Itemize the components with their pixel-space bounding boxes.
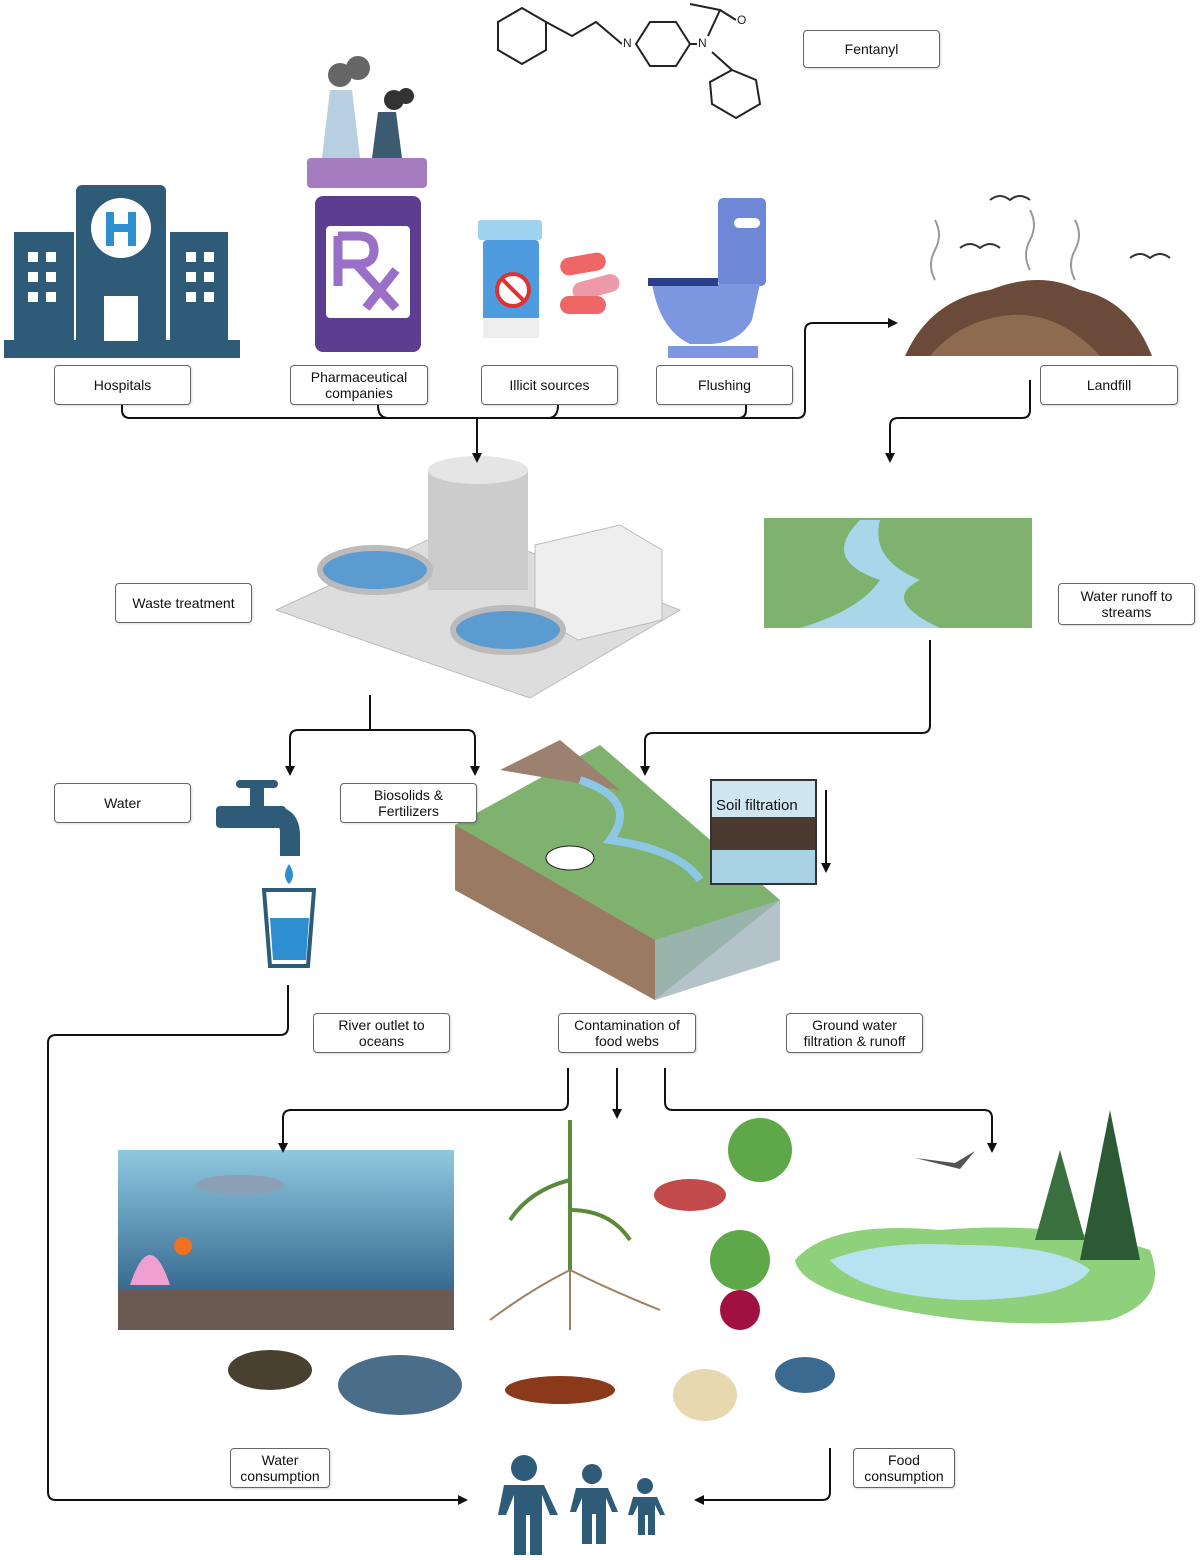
land-cross-section-icon <box>455 740 780 1000</box>
fentanyl-structure <box>497 3 762 120</box>
ocean-scene-icon <box>118 1150 454 1330</box>
hospital-icon <box>4 185 240 358</box>
atom-o: O <box>736 13 748 27</box>
food-consumption-label: Food consumption <box>853 1448 955 1488</box>
pharmaceutical-factory-icon <box>307 56 427 352</box>
contamination-label: Contamination of food webs <box>558 1013 696 1053</box>
landfill-label: Landfill <box>1040 365 1178 405</box>
ground-water-label: Ground water filtration & runoff <box>786 1013 923 1053</box>
river-outlet-label: River outlet to oceans <box>313 1013 450 1053</box>
stream-landscape-icon <box>764 518 1032 628</box>
water-tap-icon <box>216 780 300 884</box>
people-icon <box>498 1455 665 1555</box>
pill-bottle-icon <box>478 220 620 338</box>
illicit-sources-label: Illicit sources <box>481 365 618 405</box>
landfill-icon <box>905 195 1171 356</box>
pond-scene-icon <box>795 1110 1155 1324</box>
waste-treatment-label: Waste treatment <box>115 583 252 623</box>
soil-filtration-icon <box>710 779 831 885</box>
corn-plant-icon <box>489 1120 661 1330</box>
biosolids-label: Biosolids & Fertilizers <box>340 783 477 823</box>
water-glass-icon <box>261 888 317 968</box>
water-label: Water <box>54 783 191 823</box>
atom-n2: N <box>697 36 708 50</box>
hospitals-label: Hospitals <box>54 365 191 405</box>
foods-icon <box>654 1118 792 1330</box>
water-runoff-label: Water runoff to streams <box>1058 583 1195 625</box>
seafood-icon <box>228 1350 835 1421</box>
pharmaceutical-companies-label: Pharmaceutical companies <box>290 365 428 405</box>
flushing-label: Flushing <box>656 365 793 405</box>
soil-filtration-label: Soil filtration <box>716 797 798 814</box>
fentanyl-label: Fentanyl <box>803 30 940 68</box>
atom-n1: N <box>622 36 633 50</box>
water-consumption-label: Water consumption <box>230 1448 330 1488</box>
flow-arrows <box>47 318 1031 1505</box>
waste-treatment-plant-icon <box>274 456 682 699</box>
toilet-icon <box>648 198 766 358</box>
